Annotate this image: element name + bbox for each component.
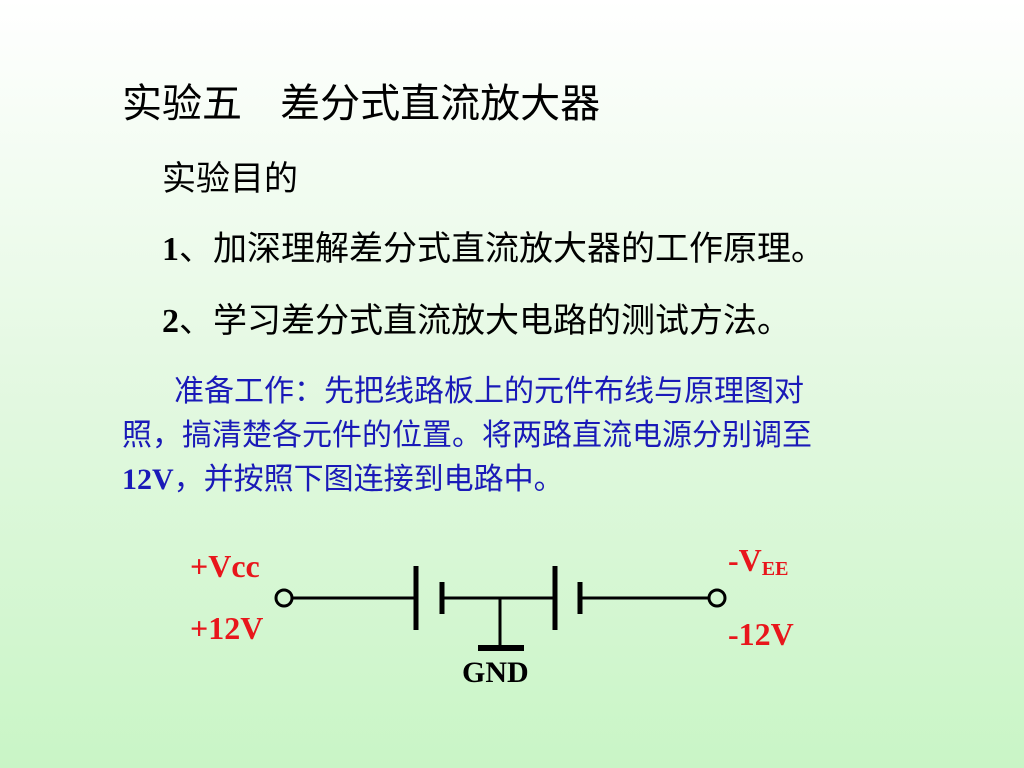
objective-number: 2 bbox=[162, 303, 179, 340]
vcc-label: +Vcc bbox=[190, 548, 260, 584]
objective-text: 、学习差分式直流放大电路的测试方法。 bbox=[179, 301, 791, 341]
vcc-terminal bbox=[274, 588, 294, 608]
ground-label: GND bbox=[462, 656, 529, 689]
preparation-line-1: 准备工作：先把线路板上的元件布线与原理图对 bbox=[174, 374, 804, 409]
section-heading-objectives: 实验目的 bbox=[162, 159, 298, 199]
vcc-voltage-label: +12V bbox=[190, 610, 264, 646]
vee-label-main: -V bbox=[728, 542, 762, 578]
vee-voltage-label: -12V bbox=[728, 616, 794, 652]
objective-item-1: 1、加深理解差分式直流放大器的工作原理。 bbox=[162, 228, 825, 271]
vee-label-subscript: EE bbox=[761, 558, 789, 580]
vee-label: -VEE bbox=[728, 542, 789, 580]
preparation-line-3: 12V，并按照下图连接到电路中。 bbox=[122, 458, 922, 502]
vee-terminal bbox=[707, 588, 727, 608]
objective-item-2: 2、学习差分式直流放大电路的测试方法。 bbox=[162, 300, 791, 343]
voltage-value: 12V bbox=[122, 463, 174, 496]
preparation-line-2: 照，搞清楚各元件的位置。将两路直流电源分别调至 bbox=[122, 418, 812, 453]
slide-title: 实验五 差分式直流放大器 bbox=[122, 81, 601, 127]
preparation-paragraph: 准备工作：先把线路板上的元件布线与原理图对 照，搞清楚各元件的位置。将两路直流电… bbox=[122, 370, 922, 502]
preparation-line-3-text: ，并按照下图连接到电路中。 bbox=[173, 462, 564, 497]
objective-number: 1 bbox=[162, 231, 179, 268]
objective-text: 、加深理解差分式直流放大器的工作原理。 bbox=[179, 229, 825, 269]
